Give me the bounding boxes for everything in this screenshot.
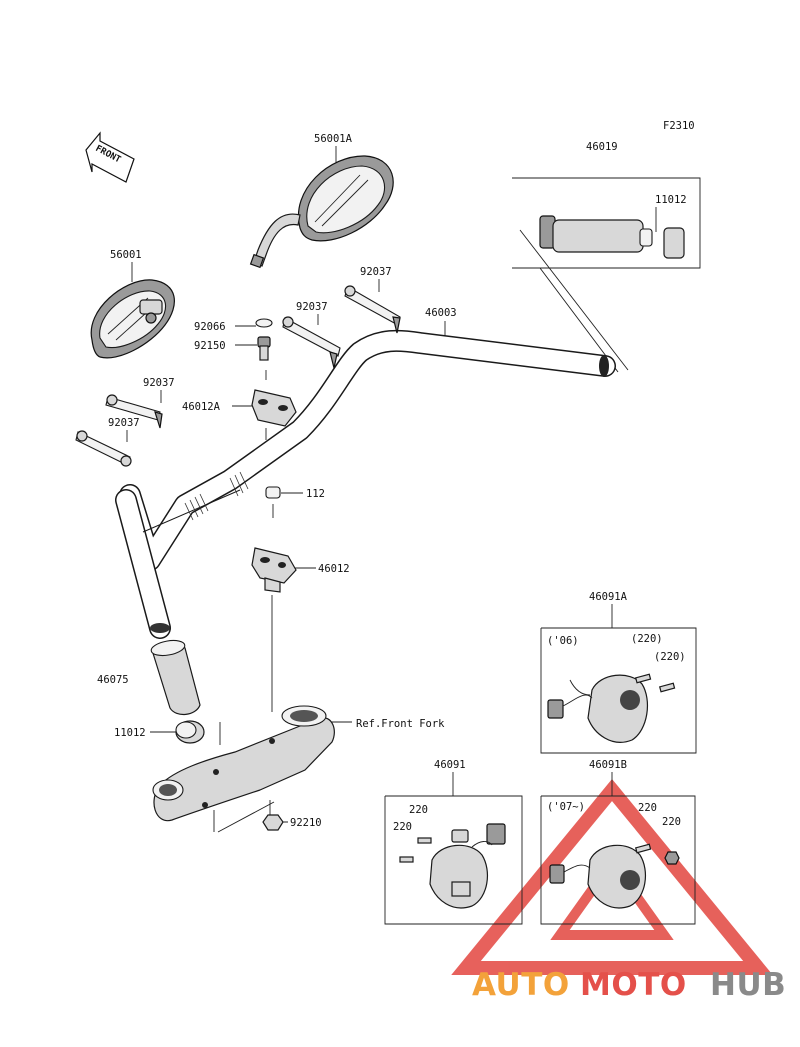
label-220-f: 220 (393, 821, 412, 833)
figure-code: F2310 (663, 120, 695, 132)
label-46091B: 46091B (589, 759, 627, 771)
leader-lines (126, 146, 701, 925)
holder-46012 (251, 547, 297, 593)
bolt-92150 (257, 336, 271, 361)
switch-46091B (549, 843, 680, 909)
label-46012: 46012 (318, 563, 350, 575)
cap-112 (265, 486, 281, 499)
label-46091A: 46091A (589, 591, 628, 603)
label-ref-front-fork: Ref.Front Fork (356, 718, 445, 730)
label-46019: 46019 (586, 141, 618, 153)
label-11012-bottom: 11012 (114, 727, 146, 739)
bracket-92037-a (344, 285, 401, 334)
label-92037-b: 92037 (296, 301, 328, 313)
label-92066: 92066 (194, 321, 226, 333)
label-92037-d: 92037 (108, 417, 140, 429)
grip-46075 (150, 639, 201, 715)
label-92037-a: 92037 (360, 266, 392, 278)
switch-46091 (399, 823, 506, 909)
label-46075: 46075 (97, 674, 129, 686)
mirror-56001 (90, 279, 175, 359)
label-56001A: 56001A (314, 133, 353, 145)
label-11012-top: 11012 (655, 194, 687, 206)
switch-46091A (547, 673, 676, 743)
label-220-b: (220) (654, 651, 686, 663)
label-92037-c: 92037 (143, 377, 175, 389)
handlebar-46003 (115, 329, 616, 639)
label-220-e: 220 (409, 804, 428, 816)
front-arrow-icon: FRONT (85, 131, 135, 183)
holder-46012A (251, 389, 297, 427)
label-92150: 92150 (194, 340, 226, 352)
bracket-92037-b (282, 316, 341, 369)
washer-92066 (255, 318, 273, 328)
label-92210: 92210 (290, 817, 322, 829)
label-56001: 56001 (110, 249, 142, 261)
label-year-06: ('06) (547, 635, 579, 647)
label-220-d: 220 (662, 816, 681, 828)
watermark-moto: MOTO (580, 967, 687, 1003)
grip-end-11012 (175, 720, 205, 744)
nut-92210 (262, 814, 284, 831)
grip-46019 (539, 215, 685, 259)
watermark-auto: AUTO (472, 967, 570, 1003)
label-46003: 46003 (425, 307, 457, 319)
watermark-hub: HUB (710, 967, 786, 1003)
label-220-c: 220 (638, 802, 657, 814)
label-220-a: (220) (631, 633, 663, 645)
fork-bracket (152, 705, 335, 822)
label-112: 112 (306, 488, 325, 500)
mirror-56001A (249, 155, 394, 269)
bracket-92037-c (105, 394, 163, 429)
watermark-text: AUTO MOTO HUB (472, 967, 786, 1003)
bracket-92037-d (75, 430, 132, 467)
label-46012A: 46012A (182, 401, 221, 413)
label-year-07: ('07~) (547, 801, 585, 813)
label-46091: 46091 (434, 759, 466, 771)
